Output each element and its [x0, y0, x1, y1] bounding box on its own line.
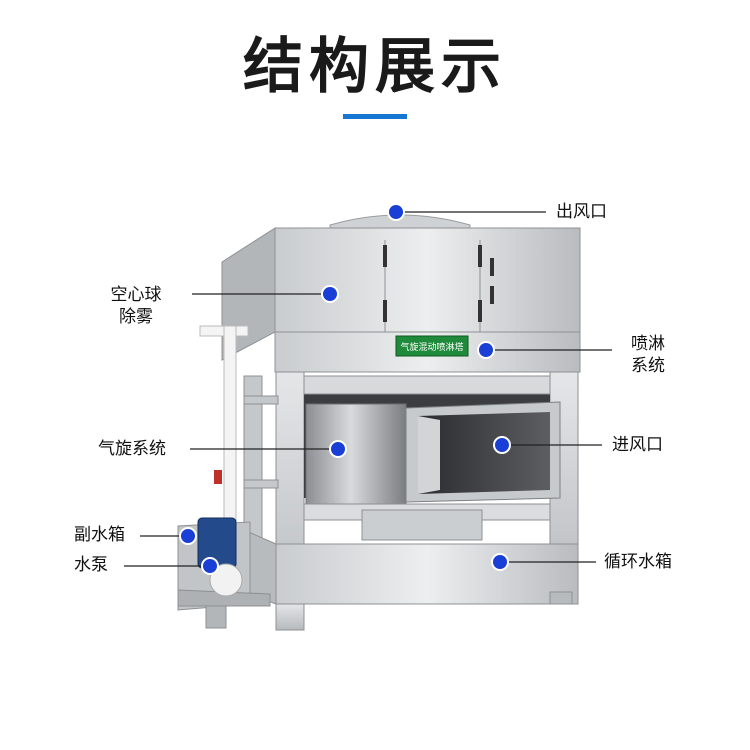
machine-nameplate [395, 335, 469, 357]
ball-demist-line1: 空心球 [110, 285, 162, 305]
circ-tank-marker [491, 553, 509, 571]
aux-tank-label: 副水箱 [74, 525, 125, 545]
inlet-marker [493, 436, 511, 454]
cyclone-label: 气旋系统 [98, 439, 166, 459]
pump-label: 水泵 [74, 555, 108, 575]
spray-line2: 系统 [631, 356, 665, 376]
cyclone-cylinder [305, 403, 407, 505]
outlet-marker [387, 203, 405, 221]
pump-marker [201, 557, 219, 575]
outlet-label: 出风口 [556, 202, 607, 222]
machine-plate-text: 气旋混动喷淋塔 [400, 341, 463, 353]
spray-line1: 喷淋 [631, 334, 665, 354]
ball-demist-line2: 除雾 [119, 307, 153, 327]
ball-demist-label: 空心球 除雾 [96, 284, 176, 328]
inlet-duct-opening [418, 412, 550, 494]
circulation-tank [275, 543, 579, 605]
leader-lines [124, 211, 612, 567]
circ-tank-label: 循环水箱 [604, 552, 672, 572]
inlet-label: 进风口 [612, 435, 663, 455]
title-underline [343, 114, 407, 119]
ball-demist-marker [321, 285, 339, 303]
spray-label: 喷淋 系统 [620, 333, 676, 377]
aux-tank-marker [179, 527, 197, 545]
cyclone-marker [329, 440, 347, 458]
upper-box-front [274, 227, 581, 333]
markers [179, 203, 511, 575]
spray-marker [477, 341, 495, 359]
page-title: 结构展示 [243, 32, 507, 102]
